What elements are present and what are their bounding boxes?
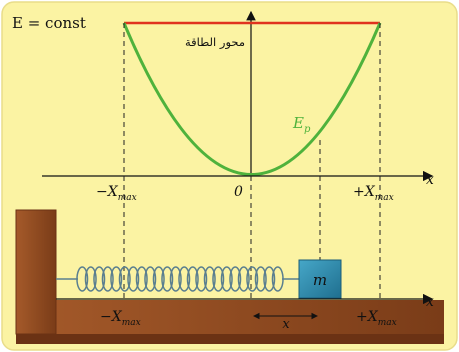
- displacement-label: x: [282, 317, 290, 332]
- spring-coil: [254, 266, 267, 292]
- spring-coil: [212, 266, 225, 292]
- energy-axis-caption: محور الطاقة: [185, 35, 245, 50]
- spring-coil: [203, 266, 216, 292]
- bottom-neg-xmax: −Xmax: [100, 309, 141, 328]
- ground-shadow: [16, 334, 444, 344]
- bottom-x-axis-label: x: [426, 294, 434, 310]
- spring-coil: [152, 266, 165, 292]
- spring-coil: [135, 266, 148, 292]
- tick-zero: 0: [234, 184, 243, 200]
- top-x-axis-label: x: [426, 172, 434, 188]
- tick-pos-xmax: +Xmax: [353, 184, 394, 203]
- spring-coil: [237, 266, 250, 292]
- fixed-wall: [15, 209, 57, 335]
- spring-coil: [127, 266, 140, 292]
- mass-label: m: [313, 271, 327, 289]
- spring-coil: [220, 266, 233, 292]
- spring-coil: [186, 266, 199, 292]
- potential-energy-parabola: [122, 22, 382, 176]
- spring-coil: [76, 266, 89, 292]
- spring-coil: [118, 266, 131, 292]
- spring-coil: [178, 266, 191, 292]
- spring-coil: [93, 266, 106, 292]
- spring-coil: [84, 266, 97, 292]
- ground-base: [16, 300, 444, 334]
- spring-coil: [169, 266, 182, 292]
- spring: [56, 266, 299, 292]
- spring-coil: [144, 266, 157, 292]
- bottom-pos-xmax: +Xmax: [356, 309, 397, 328]
- energy-constant-label: E = const: [12, 14, 86, 32]
- potential-energy-label: Ep: [292, 114, 311, 135]
- spring-coil: [101, 266, 114, 292]
- spring-coil: [110, 266, 123, 292]
- tick-neg-xmax: −Xmax: [96, 184, 137, 203]
- mass-block: [298, 259, 342, 299]
- spring-coil: [246, 266, 259, 292]
- spring-coil: [195, 266, 208, 292]
- spring-coil: [161, 266, 174, 292]
- spring-coil: [229, 266, 242, 292]
- spring-coil: [263, 266, 276, 292]
